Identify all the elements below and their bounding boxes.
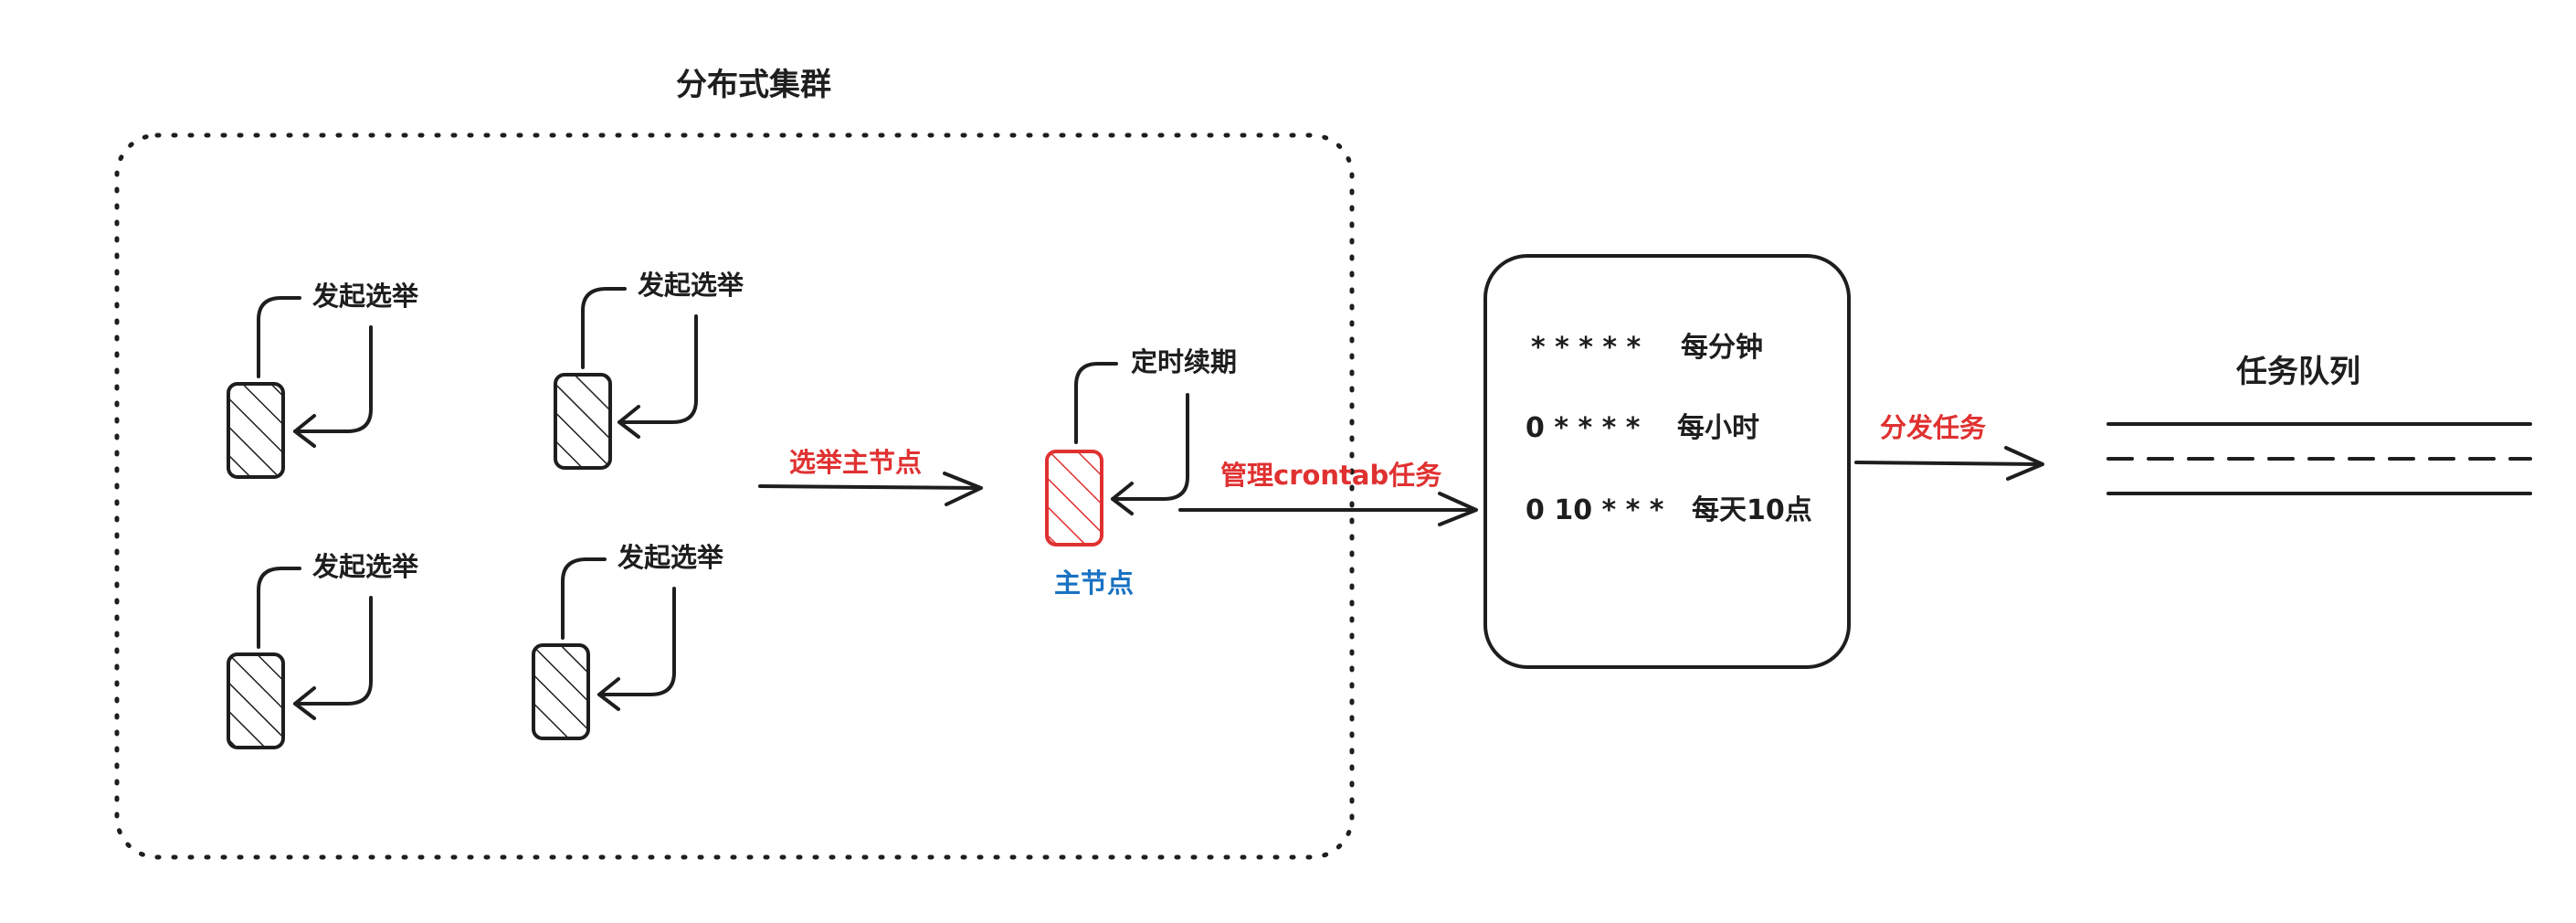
master-loop-arrow xyxy=(1074,362,1118,444)
cluster-title: 分布式集群 xyxy=(676,67,831,103)
node-4-loop-arrow xyxy=(561,557,607,640)
node-4-label: 发起选举 xyxy=(617,542,724,573)
node-3-arrowhead xyxy=(293,686,316,720)
node-3-loop-arrow xyxy=(257,567,301,649)
node-2: 发起选举 xyxy=(554,270,744,470)
elect-edge: 选举主节点 xyxy=(758,447,983,506)
node-3-body xyxy=(227,652,285,749)
master-caption: 主节点 xyxy=(1054,568,1134,599)
node-1-body xyxy=(227,382,285,479)
master-loop-return xyxy=(1111,393,1189,501)
schedule-row-2-expr: 0 * * * * xyxy=(1526,412,1641,444)
task-queue-title: 任务队列 xyxy=(2236,354,2360,390)
cluster-boundary xyxy=(114,133,1355,860)
node-4-body xyxy=(532,643,590,740)
node-3-loop-return xyxy=(293,596,373,706)
node-3: 发起选举 xyxy=(227,551,419,749)
node-4-arrowhead xyxy=(597,677,620,711)
elect-arrowhead xyxy=(943,472,983,506)
master-arrowhead xyxy=(1111,482,1134,515)
schedule-box-frame xyxy=(1483,254,1851,669)
node-3-label: 发起选举 xyxy=(311,551,419,582)
manage-edge: 管理crontab任务 xyxy=(1178,460,1478,526)
schedule-row-2-desc: 每小时 xyxy=(1677,412,1759,444)
node-2-body xyxy=(554,373,612,470)
dispatch-arrowhead xyxy=(2004,446,2044,481)
node-4-loop-return xyxy=(597,587,676,696)
schedule-row-1-desc: 每分钟 xyxy=(1681,332,1763,364)
schedule-box: * * * * * 每分钟 0 * * * * 每小时 0 10 * * * 每… xyxy=(1483,254,1851,669)
node-2-arrowhead xyxy=(618,405,640,439)
master-renew-label: 定时续期 xyxy=(1131,346,1237,377)
dispatch-arrow xyxy=(1854,461,2043,466)
elect-label: 选举主节点 xyxy=(789,447,922,478)
dispatch-edge: 分发任务 xyxy=(1854,412,2044,481)
node-1-loop-return xyxy=(293,325,373,433)
schedule-row-3-expr: 0 10 * * * xyxy=(1526,494,1664,526)
node-2-label: 发起选举 xyxy=(637,270,744,301)
node-1-arrowhead xyxy=(293,414,316,448)
elect-arrow xyxy=(758,484,981,490)
node-2-loop-arrow xyxy=(581,287,627,369)
node-2-loop-return xyxy=(618,314,698,424)
task-queue: 任务队列 xyxy=(2106,354,2532,495)
node-4: 发起选举 xyxy=(532,542,724,740)
schedule-row-3-desc: 每天10点 xyxy=(1692,494,1812,526)
master-node: 定时续期 主节点 xyxy=(1045,346,1237,599)
schedule-row-1-expr: * * * * * xyxy=(1531,332,1642,364)
manage-label: 管理crontab任务 xyxy=(1220,460,1441,491)
dispatch-label: 分发任务 xyxy=(1880,412,1986,443)
node-1-loop-arrow xyxy=(257,296,301,378)
node-1-label: 发起选举 xyxy=(311,281,419,312)
master-node-body xyxy=(1045,450,1103,546)
node-1: 发起选举 xyxy=(227,281,419,479)
manage-arrowhead xyxy=(1438,492,1478,526)
